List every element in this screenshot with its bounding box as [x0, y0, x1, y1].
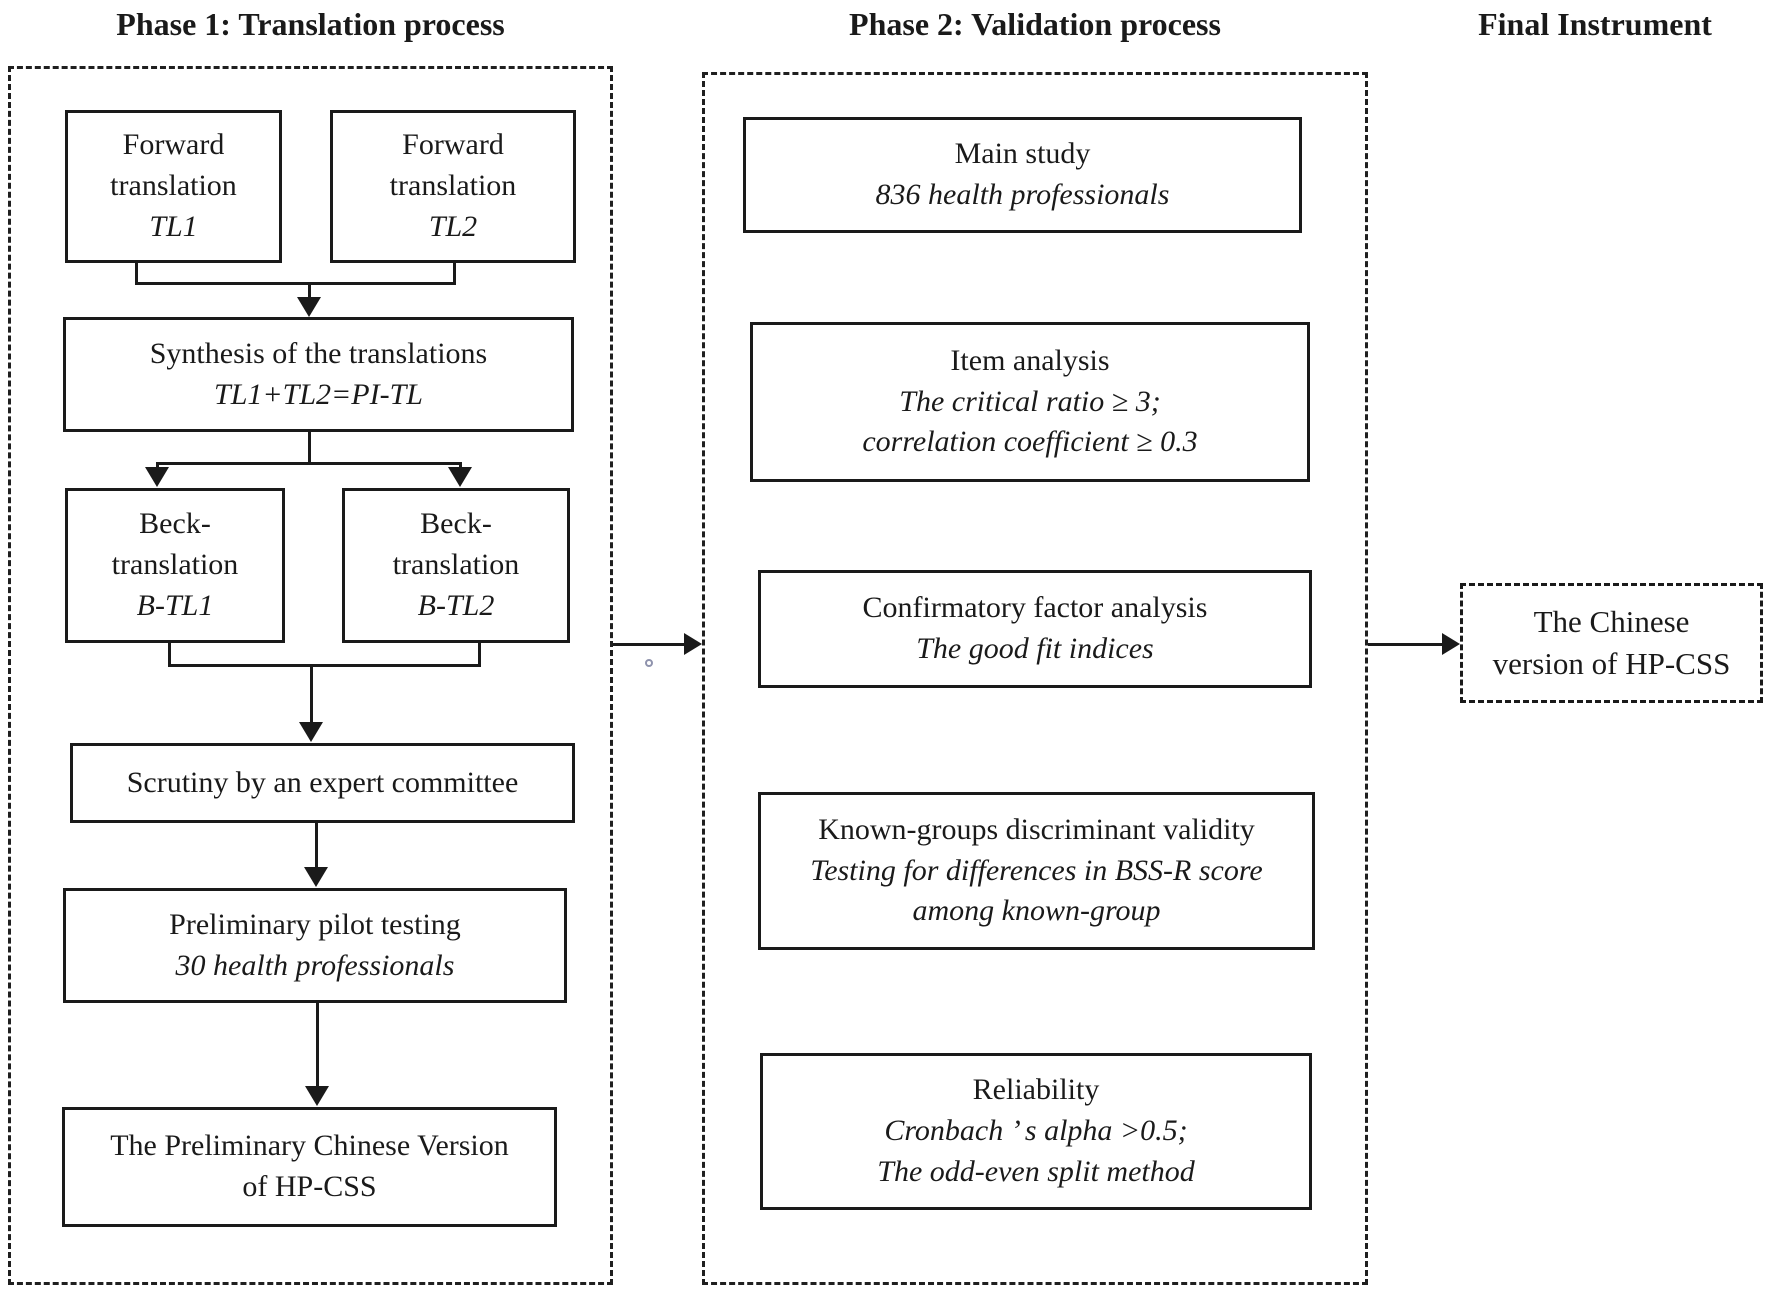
connector-merge-forward: [135, 282, 456, 285]
text-line: translation: [110, 169, 237, 203]
arrowhead-final-icon: [1442, 633, 1460, 655]
text-line: The Chinese: [1533, 603, 1690, 639]
box-back-translation-btl1: Beck- translation B-TL1: [65, 488, 285, 643]
text-line: The critical ratio ≥ 3;: [899, 384, 1161, 418]
connector-tl2-stub: [453, 263, 456, 285]
text-line: Cronbach ’ s alpha >0.5;: [884, 1114, 1188, 1148]
box-main-study: Main study 836 health professionals: [743, 117, 1302, 233]
text-line: The good fit indices: [916, 632, 1154, 665]
text-line: Beck-: [139, 507, 211, 541]
text-line: The Preliminary Chinese Version: [110, 1129, 509, 1163]
text-line: Beck-: [420, 507, 492, 541]
box-preliminary-chinese-version: The Preliminary Chinese Version of HP-CS…: [62, 1107, 557, 1227]
arrowhead-to-btl1-icon: [145, 467, 169, 487]
connector-to-synthesis: [308, 284, 311, 298]
box-item-analysis: Item analysis The critical ratio ≥ 3; co…: [750, 322, 1310, 482]
connector-tl1-stub: [135, 263, 138, 285]
arrowhead-to-synthesis-icon: [297, 297, 321, 317]
arrowhead-to-prelim-icon: [305, 1086, 329, 1106]
text-line: Scrutiny by an expert committee: [126, 765, 519, 799]
small-circle-marker-icon: [645, 659, 653, 667]
connector-phase2-to-final: [1368, 643, 1442, 646]
phase1-container: [8, 66, 613, 1285]
connector-synthesis-stub: [308, 432, 311, 465]
text-line: 836 health professionals: [875, 178, 1170, 211]
text-line: Main study: [954, 137, 1091, 171]
text-line: B-TL2: [417, 588, 495, 622]
connector-scrutiny-to-pilot: [315, 823, 318, 867]
text-line: The odd-even split method: [877, 1154, 1195, 1188]
text-line: among known-group: [912, 894, 1161, 928]
box-synthesis: Synthesis of the translations TL1+TL2=PI…: [63, 317, 574, 432]
text-line: Forward: [402, 128, 504, 162]
box-reliability: Reliability Cronbach ’ s alpha >0.5; The…: [760, 1053, 1312, 1210]
text-line: TL1+TL2=PI-TL: [214, 377, 423, 411]
phase2-title: Phase 2: Validation process: [849, 6, 1221, 42]
final-instrument-title: Final Instrument: [1478, 6, 1712, 42]
phase2-container: [702, 72, 1368, 1285]
text-line: TL1: [149, 209, 198, 243]
text-line: translation: [111, 548, 239, 582]
box-back-translation-btl2: Beck- translation B-TL2: [342, 488, 570, 643]
text-line: Testing for differences in BSS-R score: [810, 853, 1263, 887]
connector-to-scrutiny: [310, 666, 313, 722]
text-line: correlation coefficient ≥ 0.3: [862, 425, 1198, 459]
text-line: Item analysis: [950, 343, 1110, 377]
box-final-chinese-version: The Chinese version of HP-CSS: [1460, 583, 1763, 703]
box-confirmatory-factor-analysis: Confirmatory factor analysis The good fi…: [758, 570, 1312, 688]
text-line: Confirmatory factor analysis: [862, 591, 1208, 625]
text-line: translation: [392, 548, 520, 582]
arrowhead-to-scrutiny-icon: [299, 722, 323, 742]
arrowhead-phase2-icon: [684, 633, 702, 655]
text-line: B-TL1: [136, 588, 214, 622]
text-line: of HP-CSS: [242, 1170, 377, 1203]
box-expert-committee: Scrutiny by an expert committee: [70, 743, 575, 823]
connector-btl2-stub: [478, 643, 481, 667]
text-line: version of HP-CSS: [1492, 646, 1731, 681]
phase1-title: Phase 1: Translation process: [116, 6, 505, 42]
box-pilot-testing: Preliminary pilot testing 30 health prof…: [63, 888, 567, 1003]
text-line: Forward: [122, 128, 225, 162]
connector-btl1-stub: [168, 643, 171, 667]
text-line: Known-groups discriminant validity: [818, 812, 1255, 846]
box-known-groups-validity: Known-groups discriminant validity Testi…: [758, 792, 1315, 950]
box-forward-translation-tl1: Forward translation TL1: [65, 110, 282, 263]
connector-pilot-to-prelim: [316, 1003, 319, 1086]
text-line: TL2: [428, 209, 478, 243]
connector-split-back: [156, 462, 462, 465]
text-line: 30 health professionals: [175, 948, 455, 982]
text-line: Reliability: [972, 1073, 1100, 1107]
text-line: Preliminary pilot testing: [169, 907, 461, 941]
connector-merge-back: [168, 664, 481, 667]
box-forward-translation-tl2: Forward translation TL2: [330, 110, 576, 263]
text-line: translation: [389, 169, 517, 203]
arrowhead-to-btl2-icon: [448, 467, 472, 487]
connector-phase1-to-phase2: [613, 643, 684, 646]
arrowhead-to-pilot-icon: [304, 867, 328, 887]
text-line: Synthesis of the translations: [149, 336, 488, 370]
